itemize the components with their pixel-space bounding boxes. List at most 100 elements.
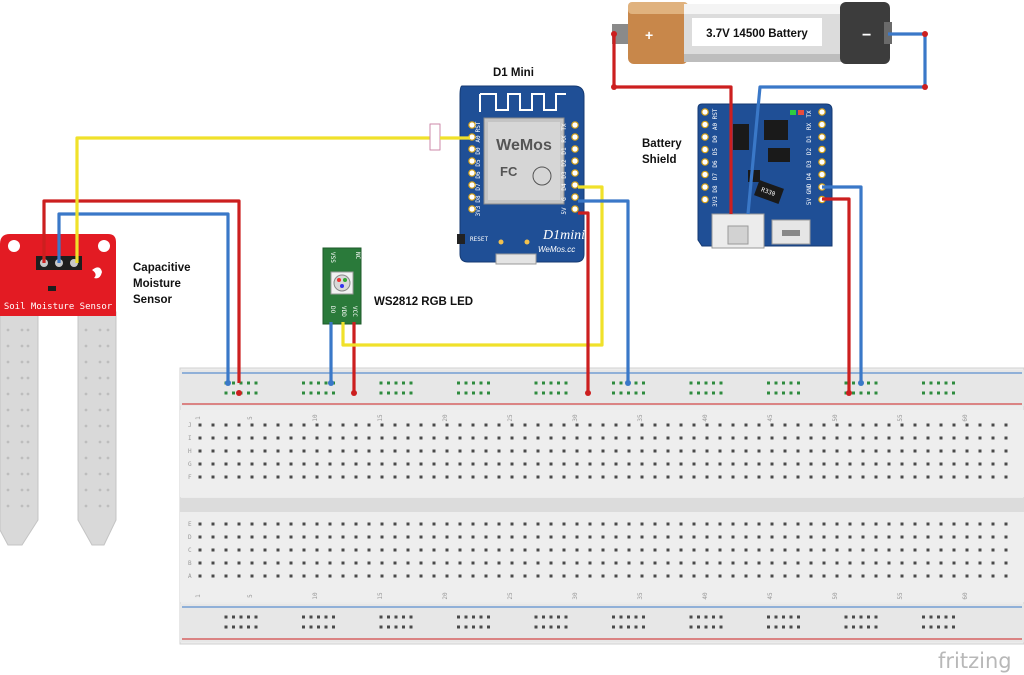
breadboard-hole (887, 535, 891, 539)
breadboard-hole (224, 561, 228, 565)
row-letter: H (188, 448, 192, 455)
rail-hole (612, 391, 615, 395)
probe-dot (6, 408, 10, 412)
breadboard-hole (991, 561, 995, 565)
breadboard-hole (978, 535, 982, 539)
breadboard-hole (289, 561, 293, 565)
breadboard-hole (315, 548, 319, 552)
breadboard-hole (198, 548, 202, 552)
pin-label: D3 (806, 160, 813, 168)
breadboard-hole (302, 574, 306, 578)
probe-dot (26, 360, 30, 364)
breadboard-hole (874, 449, 878, 453)
jumper-connector (429, 123, 441, 151)
breadboard-hole (705, 475, 709, 479)
rail-hole (852, 625, 855, 629)
breadboard-hole (601, 574, 605, 578)
rail-hole (394, 615, 398, 619)
breadboard-hole (731, 436, 735, 440)
breadboard-hole (614, 535, 618, 539)
breadboard-hole (653, 475, 657, 479)
breadboard-hole (809, 561, 813, 565)
breadboard-hole (575, 423, 579, 427)
breadboard-hole (614, 522, 618, 526)
probe-dot (106, 408, 110, 412)
breadboard-hole (978, 574, 982, 578)
pin-pad (818, 133, 826, 141)
breadboard-hole (783, 522, 787, 526)
rail-hole (874, 391, 878, 395)
reset-button[interactable] (457, 234, 465, 244)
breadboard-hole (770, 561, 774, 565)
breadboard-hole (796, 462, 800, 466)
breadboard-hole (939, 449, 943, 453)
breadboard-hole (900, 436, 904, 440)
breadboard-hole (562, 574, 566, 578)
column-number: 15 (377, 414, 384, 422)
rail-hole (929, 381, 933, 385)
rail-hole (642, 391, 645, 395)
breadboard-hole (536, 574, 540, 578)
rail-hole (232, 615, 235, 619)
breadboard-hole (536, 436, 540, 440)
rail-hole (254, 391, 258, 395)
breadboard-hole (497, 535, 501, 539)
breadboard-hole (393, 548, 397, 552)
breadboard-hole (913, 574, 917, 578)
rail-hole (774, 381, 778, 385)
rail-hole (457, 381, 460, 385)
breadboard-hole (549, 574, 553, 578)
breadboard-hole (471, 462, 475, 466)
breadboard-hole (471, 574, 475, 578)
battery-14500: 3.7V 14500 Battery + − (612, 2, 892, 64)
breadboard-hole (419, 548, 423, 552)
breadboard-hole (822, 574, 826, 578)
breadboard-hole (445, 548, 449, 552)
breadboard-hole (445, 522, 449, 526)
rail-hole (542, 615, 545, 619)
breadboard-hole (744, 475, 748, 479)
pin-pad (468, 121, 476, 129)
breadboard-hole (237, 548, 241, 552)
breadboard-hole (783, 574, 787, 578)
rail-hole (402, 625, 405, 629)
rail-hole (247, 381, 250, 385)
top-rail-holes (224, 381, 955, 395)
rail-hole (472, 615, 475, 619)
pin-label: D1 (561, 147, 568, 155)
pin-pad (701, 108, 709, 116)
breadboard-hole (796, 436, 800, 440)
rail-hole (549, 381, 553, 385)
rail-hole (782, 391, 785, 395)
rail-hole (402, 391, 405, 395)
rail-hole (239, 615, 243, 619)
breadboard-hole (211, 423, 215, 427)
breadboard-hole (484, 561, 488, 565)
row-letter: J (188, 422, 192, 429)
sensor-probe-left (0, 311, 39, 546)
breadboard-hole (471, 475, 475, 479)
breadboard-hole (250, 535, 254, 539)
breadboard-hole (497, 522, 501, 526)
rail-hole (929, 615, 933, 619)
pin-label: GND (806, 183, 813, 194)
breadboard-hole (939, 561, 943, 565)
breadboard-hole (250, 522, 254, 526)
breadboard-hole (224, 522, 228, 526)
breadboard-hole (250, 574, 254, 578)
breadboard-hole (913, 436, 917, 440)
breadboard-hole (900, 462, 904, 466)
breadboard-hole (406, 574, 410, 578)
breadboard-hole (679, 449, 683, 453)
breadboard-hole (484, 574, 488, 578)
probe-dot (6, 360, 10, 364)
breadboard-hole (1004, 548, 1008, 552)
breadboard-hole (562, 522, 566, 526)
column-number: 5 (247, 594, 254, 598)
wifi-logo-icon (532, 166, 552, 186)
breadboard-hole (666, 574, 670, 578)
breadboard-hole (510, 548, 514, 552)
breadboard-hole (341, 475, 345, 479)
rail-hole (782, 625, 785, 629)
